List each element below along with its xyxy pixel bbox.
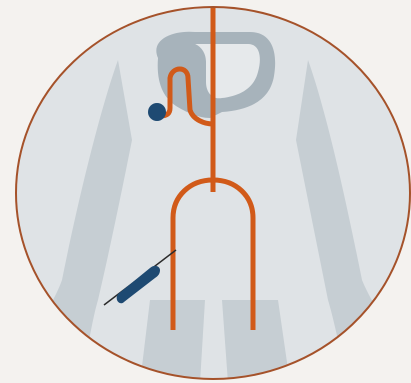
left-hand-shape xyxy=(29,300,71,368)
right-hand-shape xyxy=(352,300,392,368)
right-leg-shape xyxy=(222,300,290,383)
tumor-dot-icon xyxy=(148,103,166,121)
